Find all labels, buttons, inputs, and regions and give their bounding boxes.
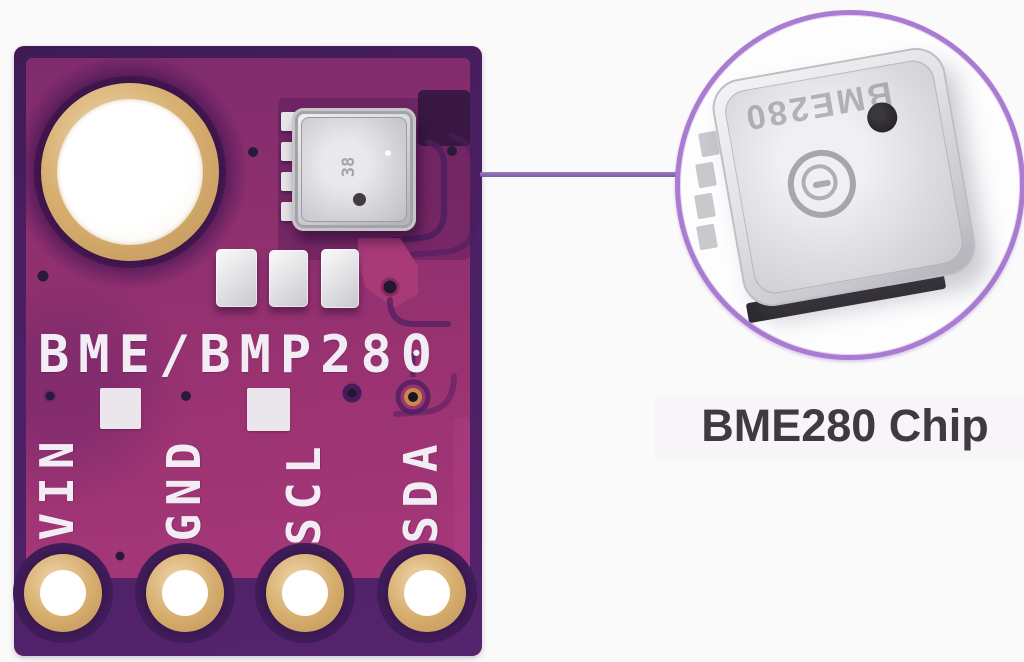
mounting-hole-bore [57,99,203,245]
chip-marking: 38 [339,156,359,178]
bme280-sensor-chip: 38 [292,108,416,231]
callout-label: BME280 Chip [655,396,1024,460]
chip-side-pad [694,192,716,220]
pin-label-scl: SCL [277,438,331,546]
silkscreen-label: BME/BMP280 [38,325,442,385]
pin-hole-scl [266,554,344,632]
jumper-pad [100,388,141,429]
pcb-board: 38 BME/BMP280 VIN GND SCL SDA [13,46,482,656]
solder-pad [321,249,359,308]
solder-pad [269,250,308,307]
pin-bore [282,570,328,616]
chip-photo: BME280 [707,43,981,311]
pin-label-sda: SDA [394,436,448,544]
pin-label-gnd: GND [157,434,211,542]
pin-bore [162,570,208,616]
pin-bore [40,570,86,616]
jumper-pad [247,388,290,431]
pin-hole-vin [24,554,102,632]
chip-photo-lid: BME280 [721,57,967,297]
bosch-logo [782,144,862,224]
chip-metal-lid: 38 [301,117,407,222]
callout-line [480,172,682,177]
chip-side-pad [696,223,718,251]
board-dark-patch [418,90,470,146]
chip-vent-hole [353,193,366,206]
pin-bore [404,570,450,616]
board-edge-highlight [454,418,470,574]
solder-pad [216,249,257,307]
pin-hole-sda [388,554,466,632]
chip-side-pad [695,161,717,189]
pin-label-vin: VIN [30,433,84,541]
chip-highlight-dot [385,150,391,156]
pin-hole-gnd [146,554,224,632]
mounting-hole [41,83,219,261]
